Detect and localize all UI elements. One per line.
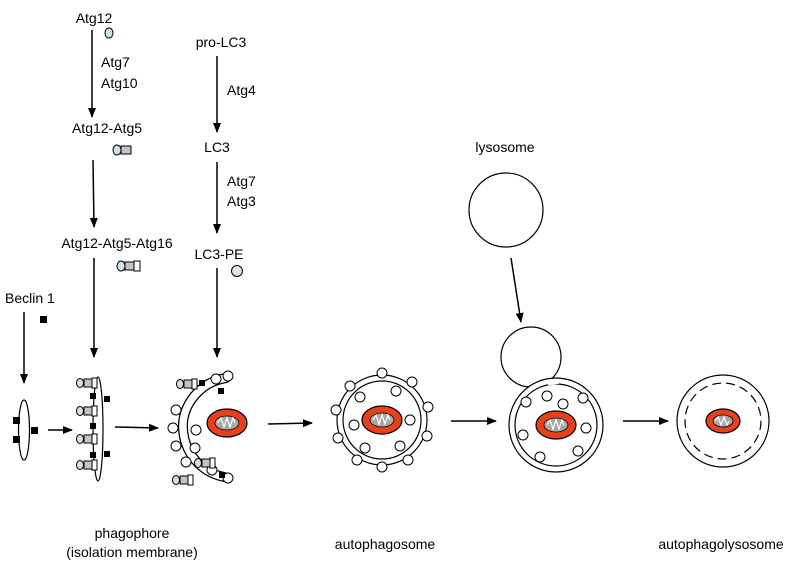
- phagophore-label: phagophore: [95, 525, 170, 541]
- autophagosome: [330, 367, 434, 473]
- beclin1-label: Beclin 1: [5, 290, 55, 306]
- lc3-label: LC3: [204, 139, 230, 155]
- autophagolysosome-label: autophagolysosome: [658, 536, 784, 552]
- atg12-atg5-icon: [112, 144, 132, 156]
- mitochondrion-icon: [361, 405, 403, 435]
- atg7-label-1: Atg7: [101, 54, 130, 70]
- isolation-membrane-label: (isolation membrane): [66, 544, 198, 560]
- arrow-step-2: [114, 423, 159, 432]
- arrow-atg12-atg5-to-atg12-atg5-atg16: [89, 159, 98, 228]
- autophagolysosome: [676, 374, 770, 468]
- atg7-label-2: Atg7: [227, 173, 256, 189]
- lysosome-label: lysosome: [475, 139, 534, 155]
- arrow-lysosome-to-fusion: [510, 257, 524, 323]
- atg12-atg5-label: Atg12-Atg5: [72, 120, 142, 136]
- atg12-atg5-atg16-label: Atg12-Atg5-Atg16: [61, 235, 173, 251]
- arrow-step-3: [267, 419, 313, 428]
- initial-membrane: [13, 399, 38, 461]
- lc3-pe-icon: [231, 265, 243, 277]
- mitochondrion-icon: [705, 408, 741, 434]
- lysosome-icon: [468, 172, 544, 248]
- phagophore-membrane: [76, 376, 110, 482]
- mitochondrion-icon: [535, 410, 577, 440]
- pro-lc3-label: pro-LC3: [196, 34, 247, 50]
- atg12-icon: [104, 27, 114, 39]
- expanding-phagophore: [167, 370, 248, 486]
- mitochondrion-icon: [206, 408, 248, 438]
- atg3-label: Atg3: [227, 193, 256, 209]
- atg12-label: Atg12: [76, 10, 113, 26]
- atg10-label: Atg10: [101, 75, 138, 91]
- lysosome-fusion: [500, 326, 604, 473]
- beclin1-icon: [40, 316, 47, 323]
- lc3-pe-label: LC3-PE: [194, 246, 243, 262]
- autophagosome-label: autophagosome: [335, 536, 436, 552]
- atg12-atg5-atg16-icon: [116, 260, 141, 272]
- atg4-label: Atg4: [227, 82, 256, 98]
